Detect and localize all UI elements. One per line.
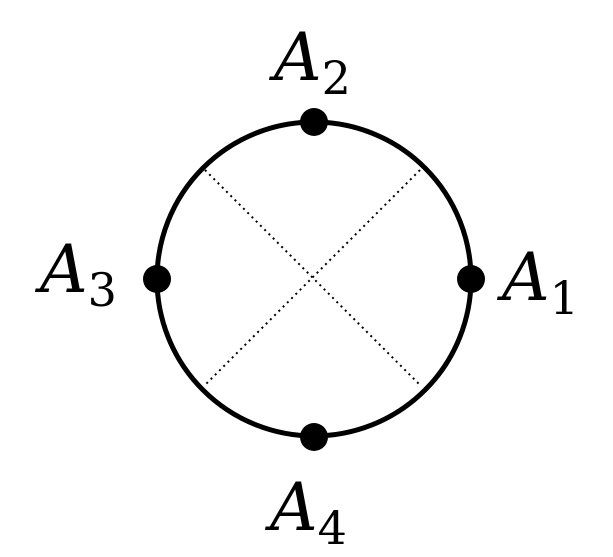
vertex-a3 <box>143 265 171 293</box>
dotted-diagonal-2 <box>204 169 421 386</box>
label-a2: A2 <box>268 19 351 105</box>
dotted-diagonal-1 <box>204 169 421 386</box>
label-a2-letter: A <box>268 19 322 96</box>
vertex-a1 <box>457 265 485 293</box>
label-a4-index: 4 <box>318 501 347 555</box>
label-a4: A4 <box>264 469 347 555</box>
vertex-a2 <box>300 108 328 136</box>
label-a3-letter: A <box>34 231 88 308</box>
label-a2-index: 2 <box>322 51 351 105</box>
label-a1-index: 1 <box>550 271 579 325</box>
label-a1-letter: A <box>496 239 550 316</box>
vertex-a4 <box>300 423 328 451</box>
label-a3-index: 3 <box>88 263 117 317</box>
main-circle <box>154 119 474 439</box>
label-a3: A3 <box>34 231 117 317</box>
label-a4-letter: A <box>264 469 318 546</box>
label-a1: A1 <box>496 239 579 325</box>
